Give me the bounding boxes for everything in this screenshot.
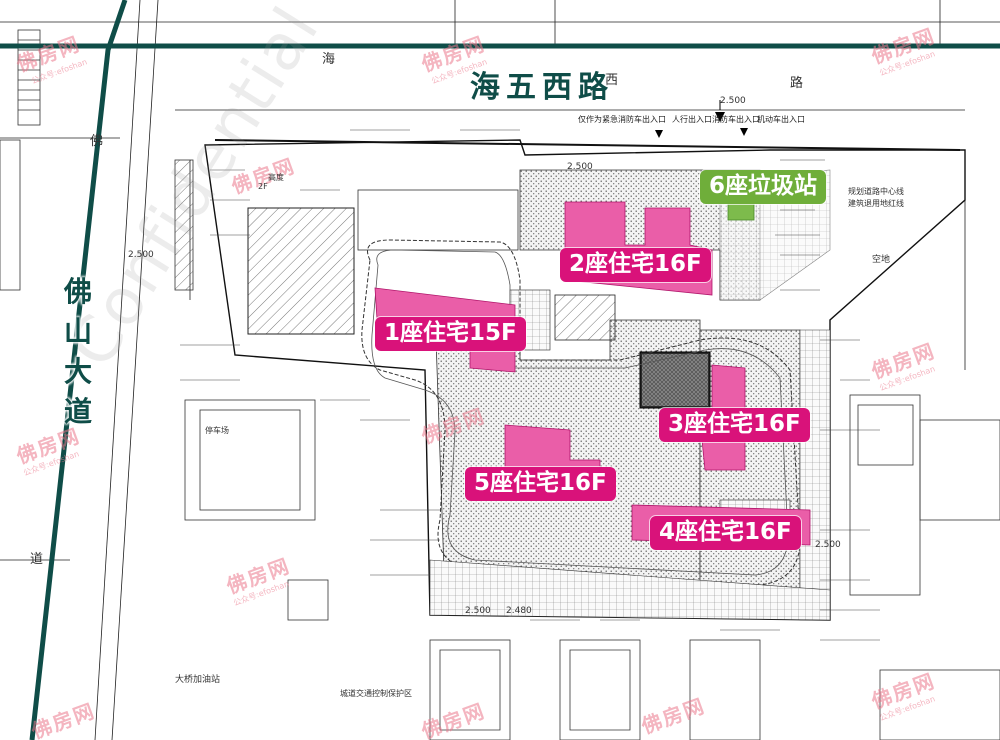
emergency-fire-entrance-label: 仅作为紧急消防车出入口 — [578, 115, 666, 124]
elevation-text: 2.500 — [567, 162, 593, 172]
building-4-label: 4座住宅16F — [650, 516, 801, 550]
height-text: 高度 — [268, 173, 284, 182]
planned-centerline-text: 规划道路中心线 — [848, 187, 904, 196]
motor-entrance-label: 机动车出入口 — [757, 115, 805, 124]
pedestrian-entrance-label: 人行出入口 — [672, 115, 712, 124]
protection-zone-text: 城道交通控制保护区 — [340, 689, 412, 698]
elevation-text: 2.500 — [128, 250, 154, 260]
road-text-hai: 海 — [322, 52, 336, 67]
parking-text: 停车场 — [205, 426, 229, 435]
garbage-station-label: 6座垃圾站 — [700, 170, 827, 204]
land-line-text: 建筑退用地红线 — [848, 199, 904, 208]
building-1-label: 1座住宅15F — [375, 317, 526, 351]
building-5-label: 5座住宅16F — [465, 467, 616, 501]
fire-entrance-label: 消防车出入口 — [712, 115, 760, 124]
floor-count-text: 2F — [258, 182, 268, 191]
elevation-text: 2.480 — [506, 606, 532, 616]
road-text-xi: 西 — [605, 73, 619, 88]
empty-land-text: 空地 — [872, 255, 891, 265]
road-text-fo: 佛 — [90, 134, 104, 149]
elevation-text: 2.500 — [465, 606, 491, 616]
elevation-text: 2.500 — [815, 540, 841, 550]
road-label-haiwuxi: 海五西路 — [470, 70, 614, 105]
gas-station-text: 大桥加油站 — [175, 675, 221, 685]
road-text-lu: 路 — [790, 76, 804, 91]
building-3-label: 3座住宅16F — [659, 408, 810, 442]
road-text-dao: 道 — [30, 552, 44, 567]
building-2-label: 2座住宅16F — [560, 248, 711, 282]
elevation-text: 2.500 — [720, 96, 746, 106]
road-label-foshan-avenue: 佛山大道 — [63, 275, 92, 428]
